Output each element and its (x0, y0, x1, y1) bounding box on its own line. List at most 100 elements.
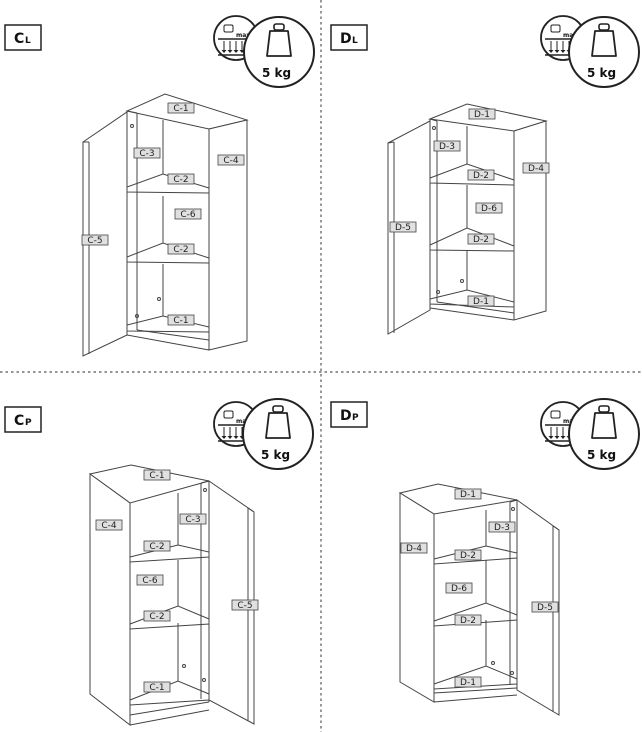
part-label-d6: D-6 (445, 582, 473, 594)
variant-subletter: L (352, 36, 358, 46)
max-text: max (563, 418, 577, 425)
part-label-c2-upper: C-2 (167, 173, 195, 185)
weight-icon (591, 405, 617, 439)
weight-text: 5 kg (587, 66, 616, 80)
variant-badge: D L (330, 24, 368, 51)
part-label-d3: D-3 (433, 140, 461, 152)
part-label-c3: C-3 (179, 513, 207, 525)
part-label-c1-bottom: C-1 (167, 314, 195, 326)
part-label-d2-lower: D-2 (467, 233, 495, 245)
part-label-c1-bottom: C-1 (143, 681, 171, 693)
weight-text: 5 kg (262, 66, 291, 80)
part-label-c5: C-5 (231, 599, 259, 611)
svg-text:D-6: D-6 (481, 204, 497, 214)
weight-badge: 5 kg (242, 398, 314, 470)
max-text: max (563, 32, 577, 39)
svg-text:C-1: C-1 (149, 683, 164, 693)
svg-text:C-2: C-2 (149, 542, 164, 552)
part-label-c1-top: C-1 (167, 102, 195, 114)
max-text: max (236, 32, 250, 39)
max-text: max (236, 418, 250, 425)
weight-badge: 5 kg (568, 16, 640, 88)
variant-badge: C P (4, 406, 42, 433)
svg-text:D-2: D-2 (473, 171, 489, 181)
cabinet (82, 93, 249, 357)
part-label-d1-top: D-1 (454, 488, 482, 500)
part-label-c2-lower: C-2 (143, 610, 171, 622)
part-label-c4: C-4 (95, 519, 123, 531)
weight-icon (591, 23, 617, 57)
svg-text:D-6: D-6 (451, 584, 467, 594)
part-label-c2-upper: C-2 (143, 540, 171, 552)
cabinet (88, 464, 255, 727)
part-label-d5: D-5 (531, 601, 559, 613)
svg-text:C-4: C-4 (223, 156, 239, 166)
svg-text:D-3: D-3 (494, 523, 510, 533)
part-label-c4: C-4 (217, 154, 245, 166)
svg-text:D-2: D-2 (473, 235, 489, 245)
svg-text:C-1: C-1 (173, 104, 188, 114)
svg-text:C-1: C-1 (149, 471, 164, 481)
weight-icon (266, 23, 292, 57)
weight-badge: 5 kg (243, 16, 315, 88)
part-label-d2-upper: D-2 (467, 169, 495, 181)
svg-text:C-6: C-6 (142, 576, 158, 586)
svg-text:D-1: D-1 (473, 297, 489, 307)
cabinet (387, 103, 548, 335)
panel-dp: D P max 5 kg (330, 398, 640, 716)
svg-text:C-1: C-1 (173, 316, 188, 326)
svg-text:C-2: C-2 (173, 245, 188, 255)
part-label-d1-bottom: D-1 (467, 295, 495, 307)
variant-subletter: P (25, 418, 32, 428)
svg-text:D-5: D-5 (537, 603, 553, 613)
svg-text:C-3: C-3 (139, 149, 154, 159)
variant-letter: C (14, 413, 24, 429)
variant-subletter: L (25, 36, 31, 46)
svg-text:C-5: C-5 (237, 601, 252, 611)
svg-text:D-4: D-4 (528, 164, 544, 174)
part-label-c5: C-5 (81, 234, 109, 246)
panel-dl: D L max 5 kg (330, 15, 640, 335)
part-label-c3: C-3 (133, 147, 161, 159)
svg-text:C-2: C-2 (173, 175, 188, 185)
part-label-d4: D-4 (522, 162, 550, 174)
svg-text:D-2: D-2 (460, 551, 476, 561)
svg-text:C-6: C-6 (180, 210, 196, 220)
part-label-c6: C-6 (136, 574, 164, 586)
variant-letter: D (340, 408, 352, 424)
part-label-c6: C-6 (174, 208, 202, 220)
svg-text:D-4: D-4 (406, 544, 422, 554)
svg-text:D-1: D-1 (474, 110, 490, 120)
svg-text:D-3: D-3 (439, 142, 455, 152)
svg-text:D-1: D-1 (460, 678, 476, 688)
part-label-d5: D-5 (389, 221, 417, 233)
part-label-c1-top: C-1 (143, 469, 171, 481)
variant-letter: C (14, 31, 24, 47)
weight-badge: 5 kg (568, 398, 640, 470)
variant-badge: C L (4, 24, 42, 51)
part-label-d1-top: D-1 (468, 108, 496, 120)
part-label-d2-lower: D-2 (454, 614, 482, 626)
svg-text:C-2: C-2 (149, 612, 164, 622)
part-label-d4: D-4 (400, 542, 428, 554)
panel-cp: C P max 5 kg (4, 398, 314, 727)
variant-letter: D (340, 31, 352, 47)
variant-subletter: P (352, 413, 359, 423)
weight-text: 5 kg (261, 448, 290, 462)
variant-badge: D P (330, 401, 368, 428)
svg-text:D-5: D-5 (395, 223, 411, 233)
part-label-d6: D-6 (475, 202, 503, 214)
svg-text:D-2: D-2 (460, 616, 476, 626)
weight-icon (265, 405, 291, 439)
part-label-d3: D-3 (488, 521, 516, 533)
weight-text: 5 kg (587, 448, 616, 462)
svg-text:C-5: C-5 (87, 236, 102, 246)
svg-text:D-1: D-1 (460, 490, 476, 500)
part-label-d2-upper: D-2 (454, 549, 482, 561)
svg-text:C-4: C-4 (101, 521, 117, 531)
part-label-c2-lower: C-2 (167, 243, 195, 255)
part-label-d1-bottom: D-1 (454, 676, 482, 688)
panel-cl: C L max 5 kg (4, 15, 315, 357)
